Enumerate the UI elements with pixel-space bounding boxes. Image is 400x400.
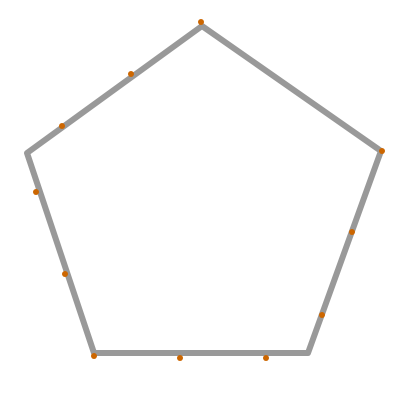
sample-point	[91, 353, 97, 359]
sample-point	[128, 71, 134, 77]
sample-points	[33, 19, 385, 361]
sample-point	[59, 123, 65, 129]
sample-point	[349, 229, 355, 235]
sample-point	[198, 19, 204, 25]
sample-point	[177, 355, 183, 361]
sample-point	[379, 148, 385, 154]
pentagon-outline	[24, 23, 384, 356]
sample-point	[319, 312, 325, 318]
sample-point	[263, 355, 269, 361]
sample-point	[33, 189, 39, 195]
sample-point	[62, 271, 68, 277]
